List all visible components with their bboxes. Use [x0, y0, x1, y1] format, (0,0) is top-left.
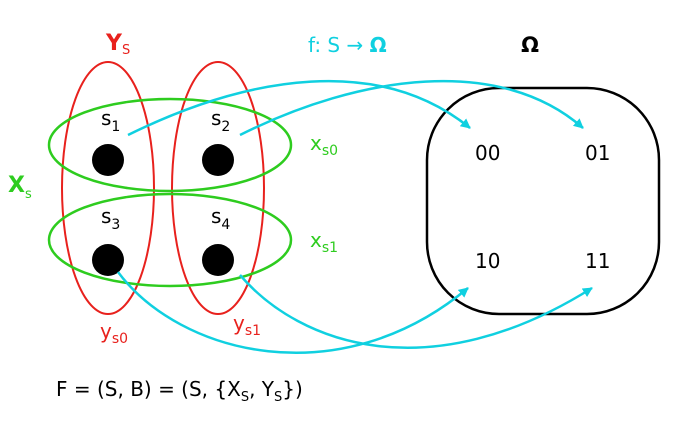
mapping-arrow-s3: [116, 271, 469, 355]
omega-title: Ω: [521, 33, 539, 57]
y-s0-label: ys0: [100, 319, 128, 347]
omega-value-11: 11: [585, 249, 610, 273]
mapping-arrow-s1: [127, 79, 471, 137]
element-label-1: s1: [101, 106, 120, 135]
omega-value-10: 10: [475, 249, 500, 273]
omega-value-01: 01: [585, 141, 610, 165]
formula: F = (S, B) = (S, {XS, YS}): [56, 377, 303, 405]
x-s1-label: xs1: [310, 228, 338, 256]
mapping-arrow-s2: [239, 79, 584, 137]
element-label-2: s2: [211, 106, 230, 135]
element-dot-2: [202, 144, 234, 176]
x-s0-ellipse: [47, 97, 293, 193]
element-dot-3: [92, 244, 124, 276]
y-partition-label: YS: [105, 31, 130, 58]
omega-value-00: 00: [475, 141, 500, 165]
mapping-arrow-s4: [239, 274, 593, 349]
y-s1-ellipse: [171, 61, 265, 315]
element-dot-4: [202, 244, 234, 276]
function-label: f: S → Ω: [308, 33, 387, 57]
y-s0-ellipse: [61, 61, 155, 315]
y-s1-label: ys1: [233, 311, 261, 339]
x-s1-ellipse: [47, 192, 293, 288]
element-dot-1: [92, 144, 124, 176]
x-s0-label: xs0: [310, 131, 338, 159]
element-label-4: s4: [211, 204, 230, 233]
element-label-3: s3: [101, 204, 120, 233]
x-partition-label: Xs: [8, 173, 32, 202]
